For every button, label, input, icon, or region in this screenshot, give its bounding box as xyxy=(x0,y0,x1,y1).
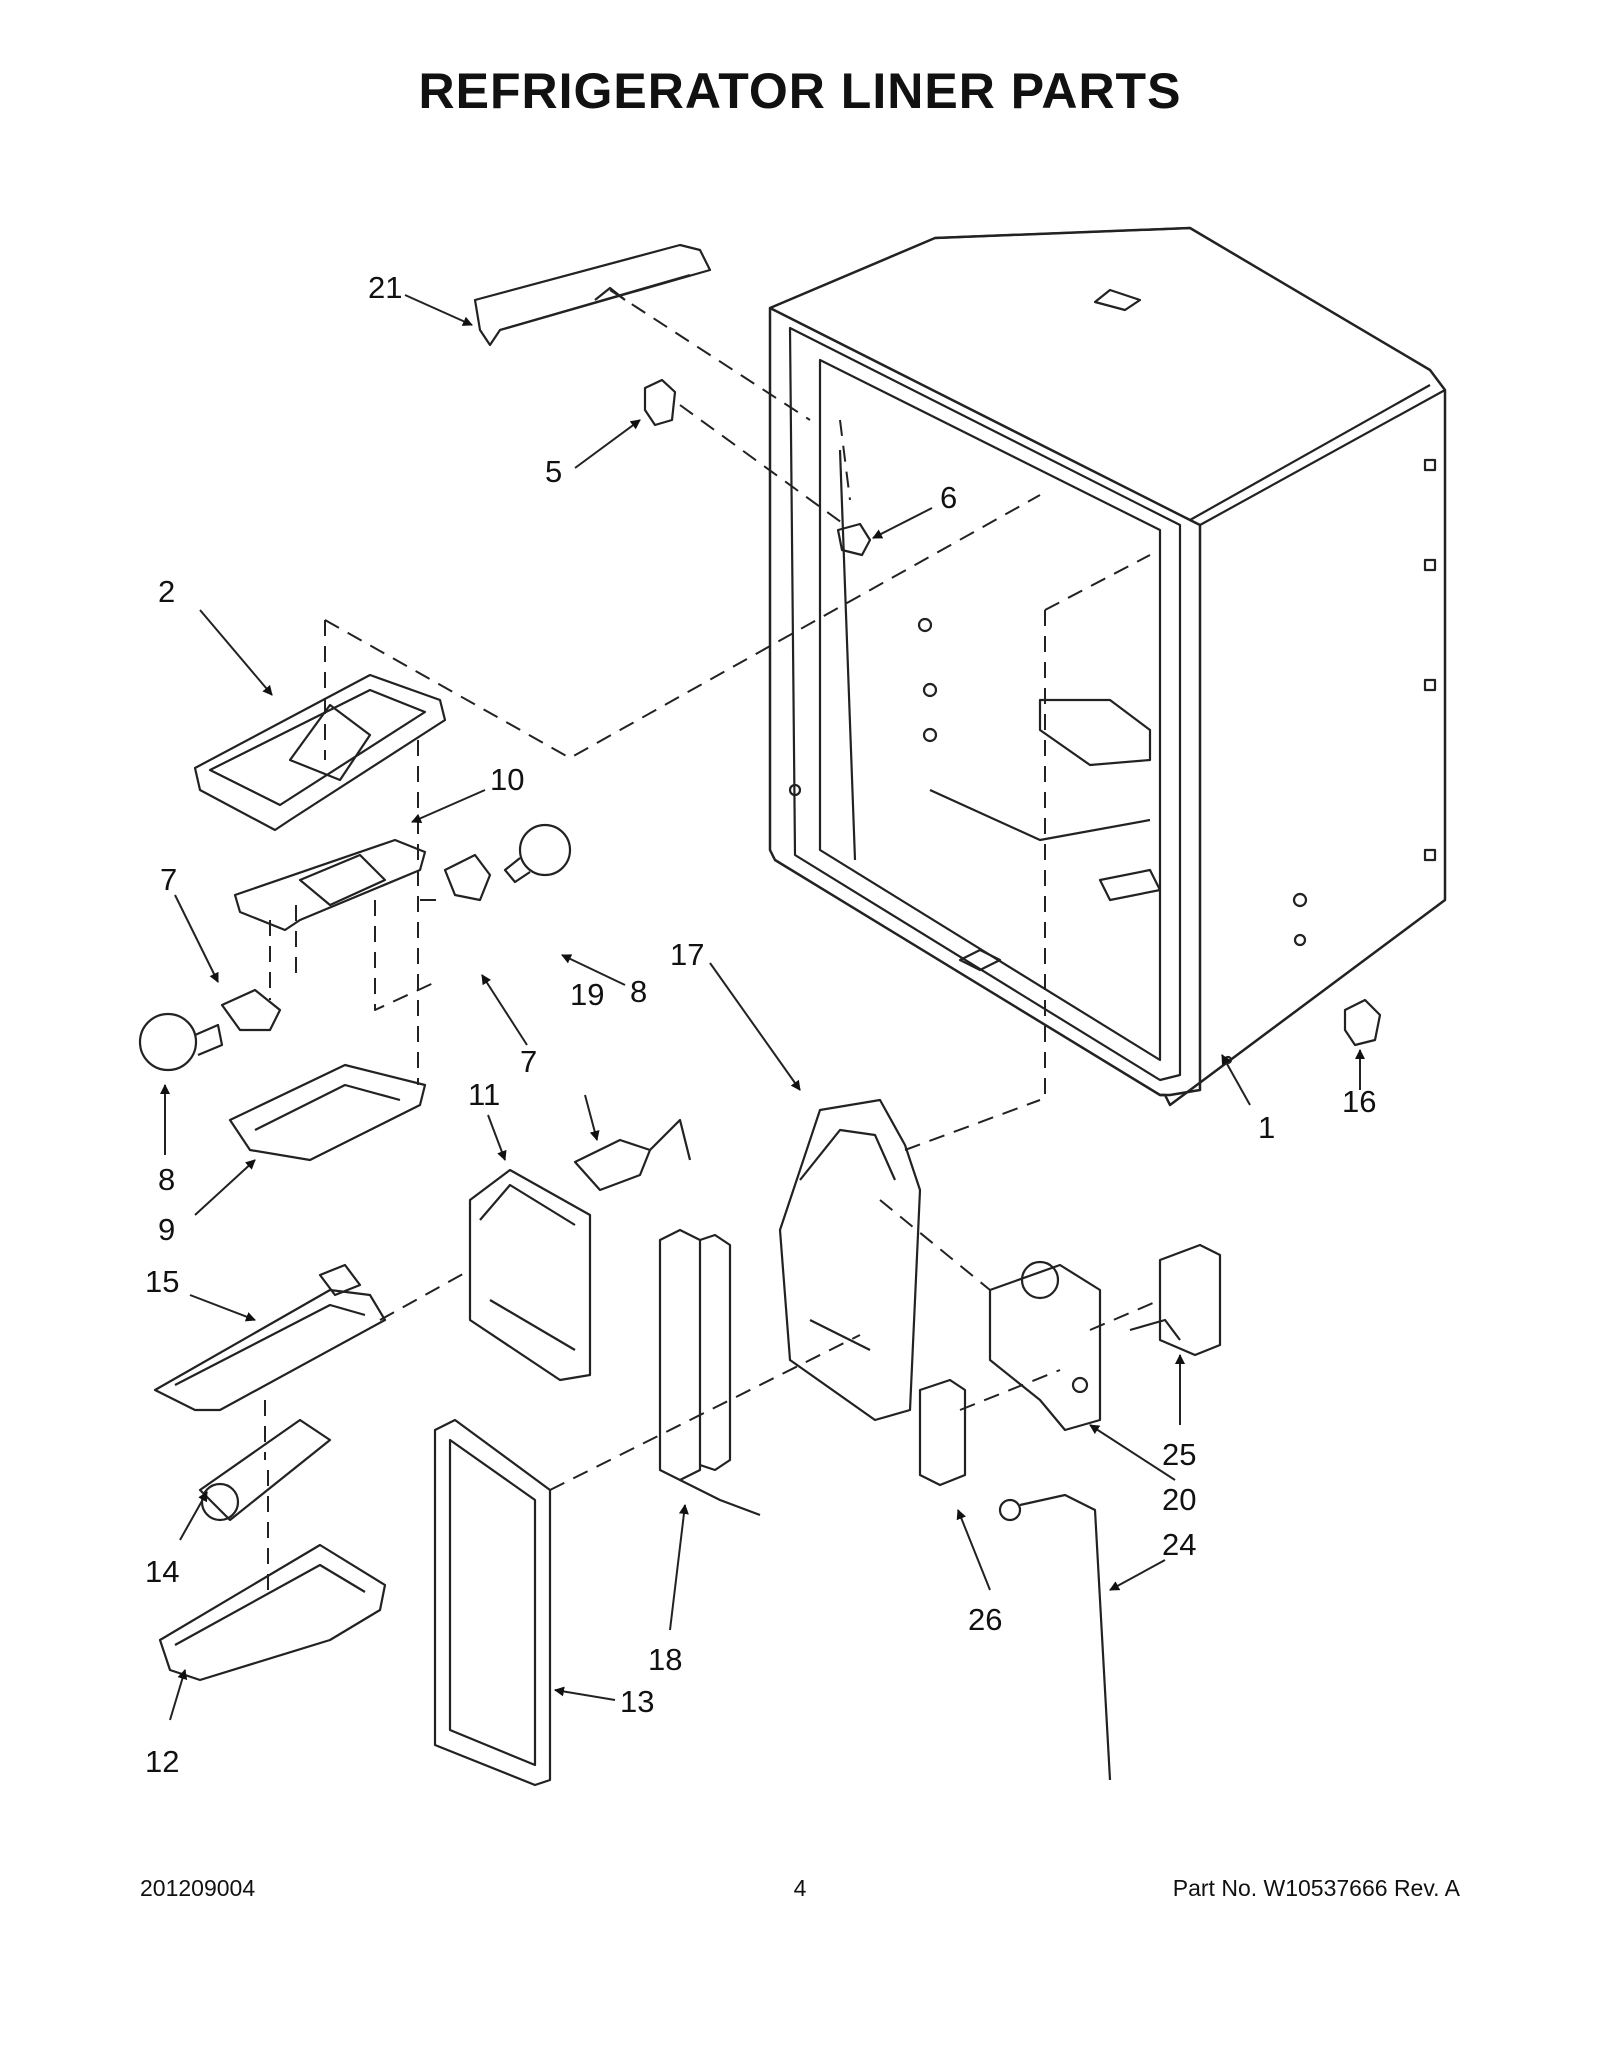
part-20 xyxy=(988,1260,1102,1432)
callout-label: 8 xyxy=(158,1162,175,1197)
callout-label: 26 xyxy=(968,1602,1002,1637)
callout-label: 7 xyxy=(520,1044,537,1079)
part-liner xyxy=(768,226,1447,1107)
callout-label: 19 xyxy=(570,977,604,1012)
part-7-lower-socket xyxy=(220,988,282,1032)
part-26 xyxy=(918,1378,967,1487)
callout-label: 13 xyxy=(620,1684,654,1719)
callout-label: 21 xyxy=(368,270,402,305)
part-13 xyxy=(433,1418,552,1787)
page-number: 4 xyxy=(793,1875,807,1901)
document-number: 201209004 xyxy=(140,1875,256,1901)
callout-label: 11 xyxy=(468,1077,500,1112)
part-2 xyxy=(193,673,447,832)
part-8-bulb xyxy=(503,823,572,884)
callout-label: 18 xyxy=(648,1642,682,1677)
part-10 xyxy=(233,838,427,932)
callout-label: 12 xyxy=(145,1744,179,1779)
callout-label: 5 xyxy=(545,454,562,489)
callout-label: 9 xyxy=(158,1212,175,1247)
callout-label: 2 xyxy=(158,574,175,609)
callout-label: 24 xyxy=(1162,1527,1196,1562)
part-7-socket xyxy=(443,853,492,902)
part-17 xyxy=(778,1098,922,1422)
callout-label: 7 xyxy=(160,862,177,897)
part-9 xyxy=(228,1063,427,1162)
callout-label: 25 xyxy=(1162,1437,1196,1472)
part-19 xyxy=(573,1118,692,1192)
part-12 xyxy=(158,1543,387,1682)
callout-label: 8 xyxy=(630,974,647,1009)
callout-label: 14 xyxy=(145,1554,179,1589)
callout-label: 17 xyxy=(670,937,704,972)
part-6 xyxy=(836,522,872,557)
part-21 xyxy=(473,243,712,347)
part-number: Part No. W10537666 Rev. A xyxy=(1172,1875,1460,1901)
part-15 xyxy=(153,1263,387,1412)
part-16 xyxy=(1343,998,1382,1047)
part-24 xyxy=(998,1493,1112,1781)
callout-label: 6 xyxy=(940,480,957,515)
callout-label: 20 xyxy=(1162,1482,1196,1517)
part-18 xyxy=(658,1228,761,1517)
part-11 xyxy=(468,1168,592,1382)
page-title: REFRIGERATOR LINER PARTS xyxy=(418,63,1182,119)
callout-label: 1 xyxy=(1258,1110,1275,1145)
part-5 xyxy=(643,378,677,427)
callout-label: 16 xyxy=(1342,1084,1376,1119)
part-25 xyxy=(1129,1243,1222,1357)
callout-label: 10 xyxy=(490,762,524,797)
part-8-lower-bulb xyxy=(138,1012,224,1072)
callout-label: 15 xyxy=(145,1264,179,1299)
